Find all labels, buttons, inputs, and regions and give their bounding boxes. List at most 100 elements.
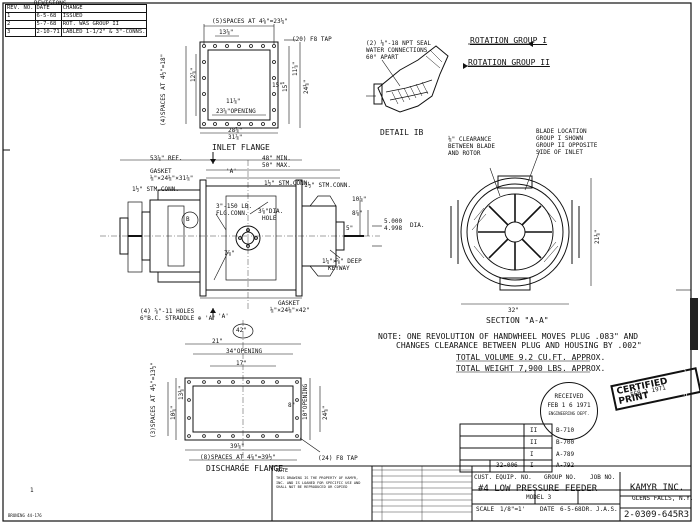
rev-date: 2-10-71 [34,28,62,37]
elev-dia-label: DIA. [410,222,425,229]
elev-dim-8: 8⅞" [352,210,363,217]
table-row: 3 2-10-71 LABLED 1-1/2" & 3"-CONNS. [5,28,148,37]
group-job-4: A-792 [556,462,575,469]
footer-sheet-mark: 1 [30,487,34,494]
detail-note-3: 60° APART [366,54,399,61]
disch-spaces-bot: (8)SPACES AT 4⅞"=39½" [200,454,276,461]
cust-equip-no: 32-006 [496,462,518,469]
rev-change: ISSUED [60,12,148,21]
disch-dim-39: 39⅞" [230,443,245,450]
group-job-2: B-700 [556,439,575,446]
inlet-dim-15b: 15" [282,81,289,92]
tb-drawn: J.A.S. [596,506,618,513]
tb-note-body: THIS DRAWING IS THE PROPERTY OF KAMYR, I… [276,476,361,489]
inlet-dim-13: 13⅞" [219,29,234,36]
elev-gasket-top: GASKET [150,168,172,175]
note-line-2: CHANGES CLEARANCE BETWEEN PLUG AND HOUSI… [396,341,642,350]
elev-flg-2: FLG.CONN. [216,210,249,217]
note-volume: TOTAL VOLUME 9.2 CU.FT. APPROX. [456,353,606,362]
group-job-3: A-789 [556,451,575,458]
section-blade-3: GROUP II OPPOSITE [536,142,598,149]
inlet-flange-title: INLET FLANGE [212,143,270,152]
rev-change: LABLED 1-1/2" & 3"-CONNS. [60,28,148,37]
tb-date: 6-5-68 [560,506,582,513]
disch-dim-17: 17" [236,360,247,367]
disch-dim-13: 13⅛" [178,385,185,400]
group-row-1: II [530,427,538,434]
tb-scale-label: SCALE [476,506,495,513]
inlet-opening: 23⅝"OPENING [216,108,256,115]
elev-dia-1: 5.000 [384,218,403,225]
inlet-dim-31: 31⅞" [228,134,243,141]
hdr-group-no: GROUP NO. [544,474,577,481]
section-clearance-3: AND ROTOR [448,150,481,157]
detail-title: DETAIL IB [380,128,424,137]
section-blade-2: GROUP I SHOWN [536,135,583,142]
section-dim-32: 32" [508,307,519,314]
disch-dim-24: 24⅛" [322,405,329,420]
elev-keyway-2: KEYWAY [328,265,350,272]
tb-note-title: NOTE [276,468,289,474]
group-row-4: I [530,462,534,469]
group-job-1: B-710 [556,427,575,434]
elev-holes-1: (4) ⅝"-11 HOLES [140,308,195,315]
elev-holes-2: 6"B.C. STRADDLE ⊕ 'A' [140,315,216,322]
inlet-dim-11: 11⅞" [226,98,241,105]
inlet-dim-28: 28⅞" [228,127,243,134]
disch-dim-10: 10⅞" [170,405,177,420]
elev-ref: 53⅞" REF. [150,155,183,162]
elev-gasket-top-dims: ⅛"×24⅛"×31⅞" [150,175,194,182]
elev-a-mark-bot: 'A' [218,313,229,320]
disch-flange-title: DISCHARGE FLANGE [206,464,284,473]
right-margin-text: MELLE 25 Low Press Feed AMSTO [679,300,688,440]
tb-city: GLENS FALLS, N.Y. [632,495,694,502]
elev-hole-2: HOLE [262,215,277,222]
elev-min: 48" MIN. [262,155,291,162]
rev-date: 6-5-68 [34,12,62,21]
group-row-3: I [530,451,534,458]
hdr-cust-equip: CUST. EQUIP. NO. [474,474,532,481]
rev-change: ROT. WAS GROUP II [60,20,148,29]
tb-date-label: DATE [540,506,555,513]
elev-flg-1: 3"-150 LB. [216,203,253,210]
rev-header-no: REV. NO. [5,4,36,13]
elev-dim-71: 7⅞" [224,250,235,257]
note-line-1: NOTE: ONE REVOLUTION OF HANDWHEEL MOVES … [378,332,639,341]
disch-opening: 34"OPENING [226,348,263,355]
rev-date: 5-7-68 [34,20,62,29]
disch-dim-42: 42" [236,327,247,334]
tb-product: #4 LOW PRESSURE FEEDER [478,484,598,494]
elev-hole-1: 3⅞"DIA. [258,208,284,215]
rev-no: 3 [5,28,36,37]
section-clearance-1: ⅛" CLEARANCE [448,136,492,143]
received-sub: ENGINEERING DEPT. [548,411,590,416]
detail-note-1: (2) ⅛"-18 NPT SEAL [366,40,432,47]
elev-stm-1: 1½" STM.CONN. [132,186,179,193]
elev-gasket-bot: GASKET [278,300,300,307]
elev-a-mark-top: 'A' [226,168,237,175]
revisions-title: REVISIONS [34,0,67,7]
received-date: FEB 1 6 1971 [547,402,591,409]
inlet-dim-15: 15" [272,82,283,89]
detail-note-2: WATER CONNECTIONS [366,47,428,54]
received-label: RECEIVED [554,393,584,400]
section-clearance-2: BETWEEN BLADE [448,143,495,150]
disch-dim-21: 21" [212,338,223,345]
section-blade-1: BLADE LOCATION [536,128,587,135]
rev-no: 2 [5,20,36,29]
inlet-tap-note: (20) F8 TAP [292,36,332,43]
tb-model: MODEL 3 [526,494,552,501]
tb-scale: 1/8"=1' [500,506,526,513]
disch-dim-8: 8" [288,402,296,409]
elev-dim-5: 5" [346,225,354,232]
inlet-spaces-top: (5)SPACES AT 4⅝"=23¼" [212,18,288,25]
rotation-group-2: ROTATION GROUP II [468,58,550,67]
elev-max: 50" MAX. [262,162,291,169]
elev-stm-2: 1½" STM.CONN. [264,180,311,187]
inlet-dim-12: 12⅞" [190,67,197,82]
inlet-dim-11b: 11⅞" [292,61,299,76]
disch-tap-note: (24) F8 TAP [318,455,358,462]
disch-spaces-left: (3)SPACES AT 4½"=13½" [150,362,157,438]
